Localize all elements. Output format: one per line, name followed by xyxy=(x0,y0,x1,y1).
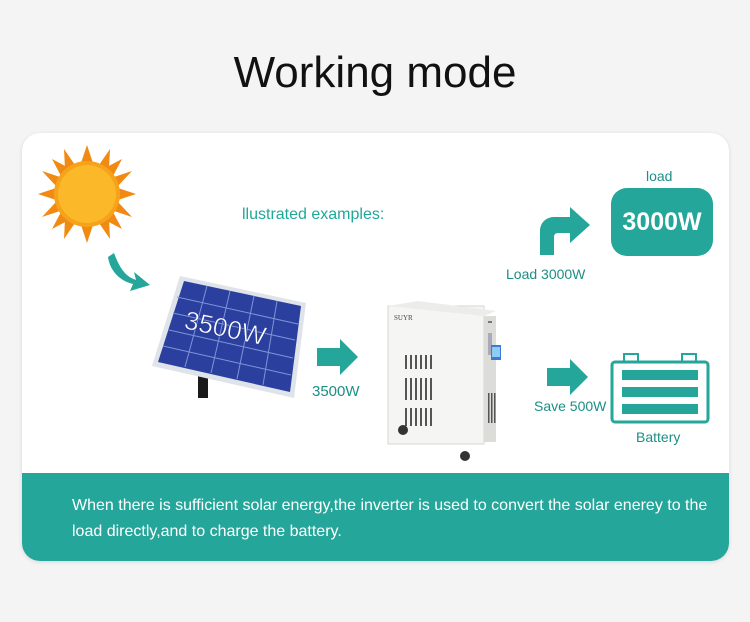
load-arrow-label: Load 3000W xyxy=(506,266,586,282)
arrow-right-icon xyxy=(317,339,358,375)
input-power-label: 3500W xyxy=(312,383,360,400)
load-value-box: 3000W xyxy=(611,188,713,256)
load-heading: load xyxy=(646,168,673,184)
page-title: Working mode xyxy=(233,48,517,97)
sun-icon xyxy=(38,145,136,243)
diagram-card: SUYR 3500W llustrated examples: 3500W Lo… xyxy=(22,133,729,561)
diagram-graphics xyxy=(38,145,710,461)
inverter xyxy=(387,301,501,461)
curved-arrow-icon xyxy=(108,253,150,291)
solar-panel xyxy=(152,276,306,398)
battery-icon xyxy=(610,353,710,424)
footer-band: When there is sufficient solar energy,th… xyxy=(22,473,729,561)
examples-caption: llustrated examples: xyxy=(242,206,385,223)
arrow-right-icon xyxy=(547,359,588,395)
inverter-brand-label: SUYR xyxy=(394,314,413,322)
bent-arrow-icon xyxy=(540,207,590,255)
footer-description: When there is sufficient solar energy,th… xyxy=(72,497,708,540)
battery-arrow-label: Save 500W xyxy=(534,398,607,414)
battery-label: Battery xyxy=(636,429,681,445)
